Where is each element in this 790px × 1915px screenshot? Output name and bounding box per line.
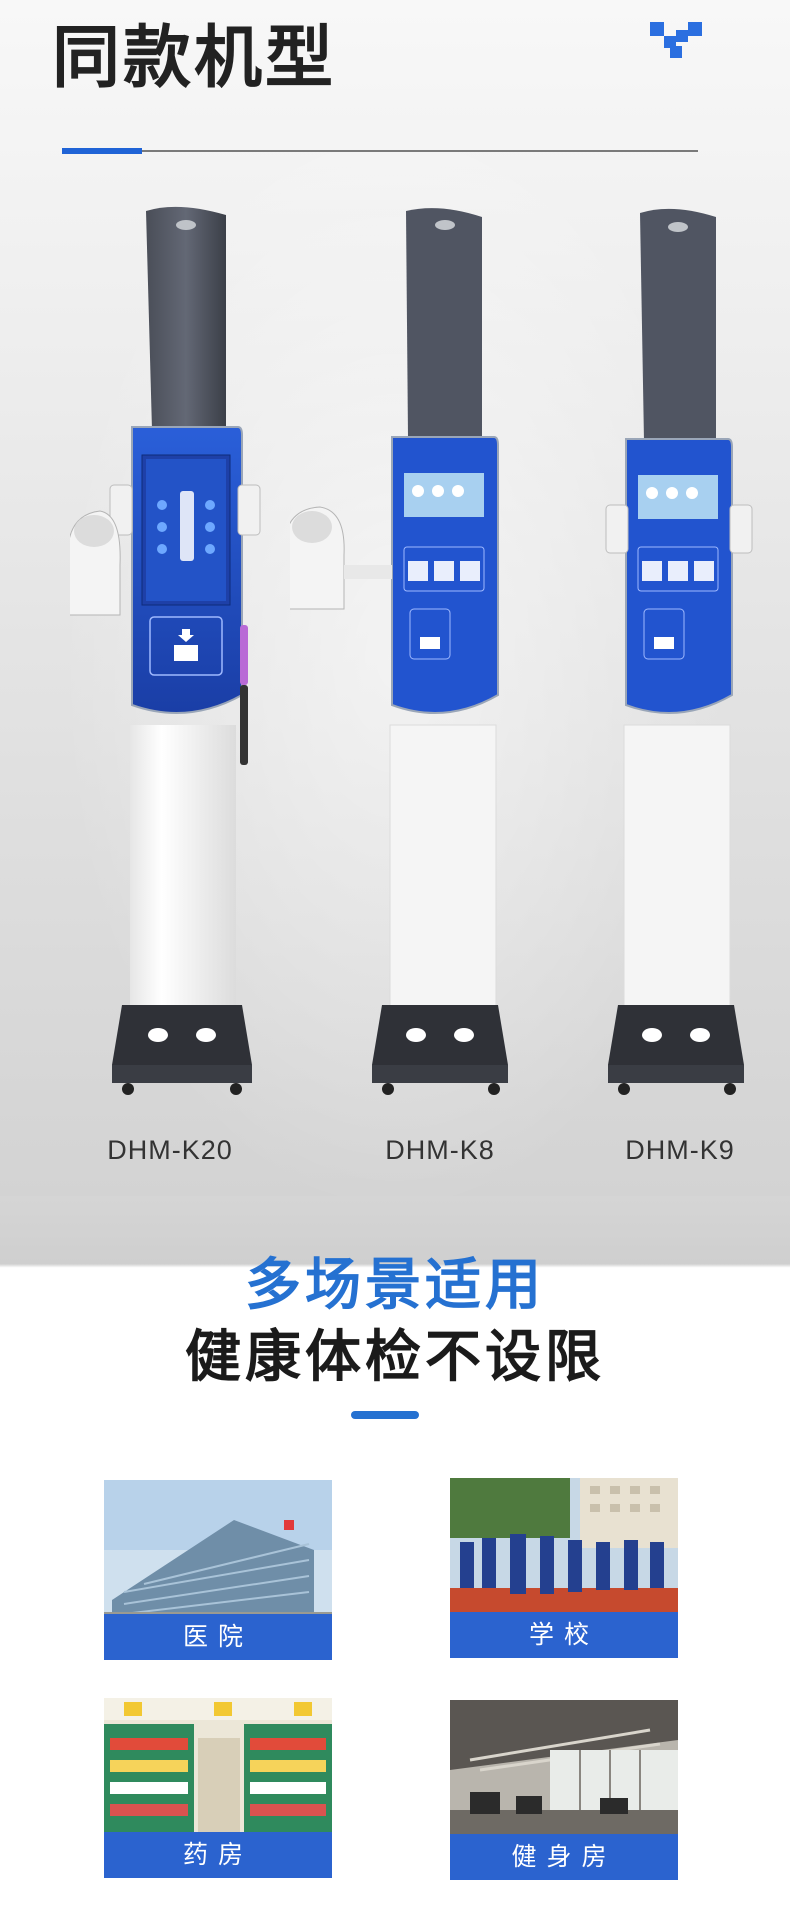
section-title: 同款机型	[52, 19, 337, 98]
model-label-k9: DHM-K9	[625, 1135, 735, 1165]
scene-card-pharmacy: 药房	[104, 1698, 332, 1878]
scene-label-hospital: 医院	[104, 1614, 332, 1660]
divider-accent	[62, 148, 142, 154]
divider-line	[62, 150, 698, 152]
model-label-k20: DHM-K20	[107, 1135, 233, 1165]
machine-k20-image	[70, 205, 290, 1125]
scene-label-school: 学校	[450, 1612, 678, 1658]
scenes-heading-secondary: 健康体检不设限	[185, 1325, 605, 1390]
scene-card-hospital: 医院	[104, 1480, 332, 1660]
brand-logo-icon	[650, 22, 702, 58]
heading-accent-bar	[351, 1411, 419, 1419]
model-label-k8: DHM-K8	[385, 1135, 495, 1165]
machine-k8-image	[290, 205, 510, 1125]
scenes-heading-primary: 多场景适用	[245, 1253, 545, 1318]
machine-k9-image	[540, 205, 760, 1125]
scene-label-pharmacy: 药房	[104, 1832, 332, 1878]
scene-card-gym: 健身房	[450, 1700, 678, 1880]
scene-card-school: 学校	[450, 1478, 678, 1658]
scene-label-gym: 健身房	[450, 1834, 678, 1880]
